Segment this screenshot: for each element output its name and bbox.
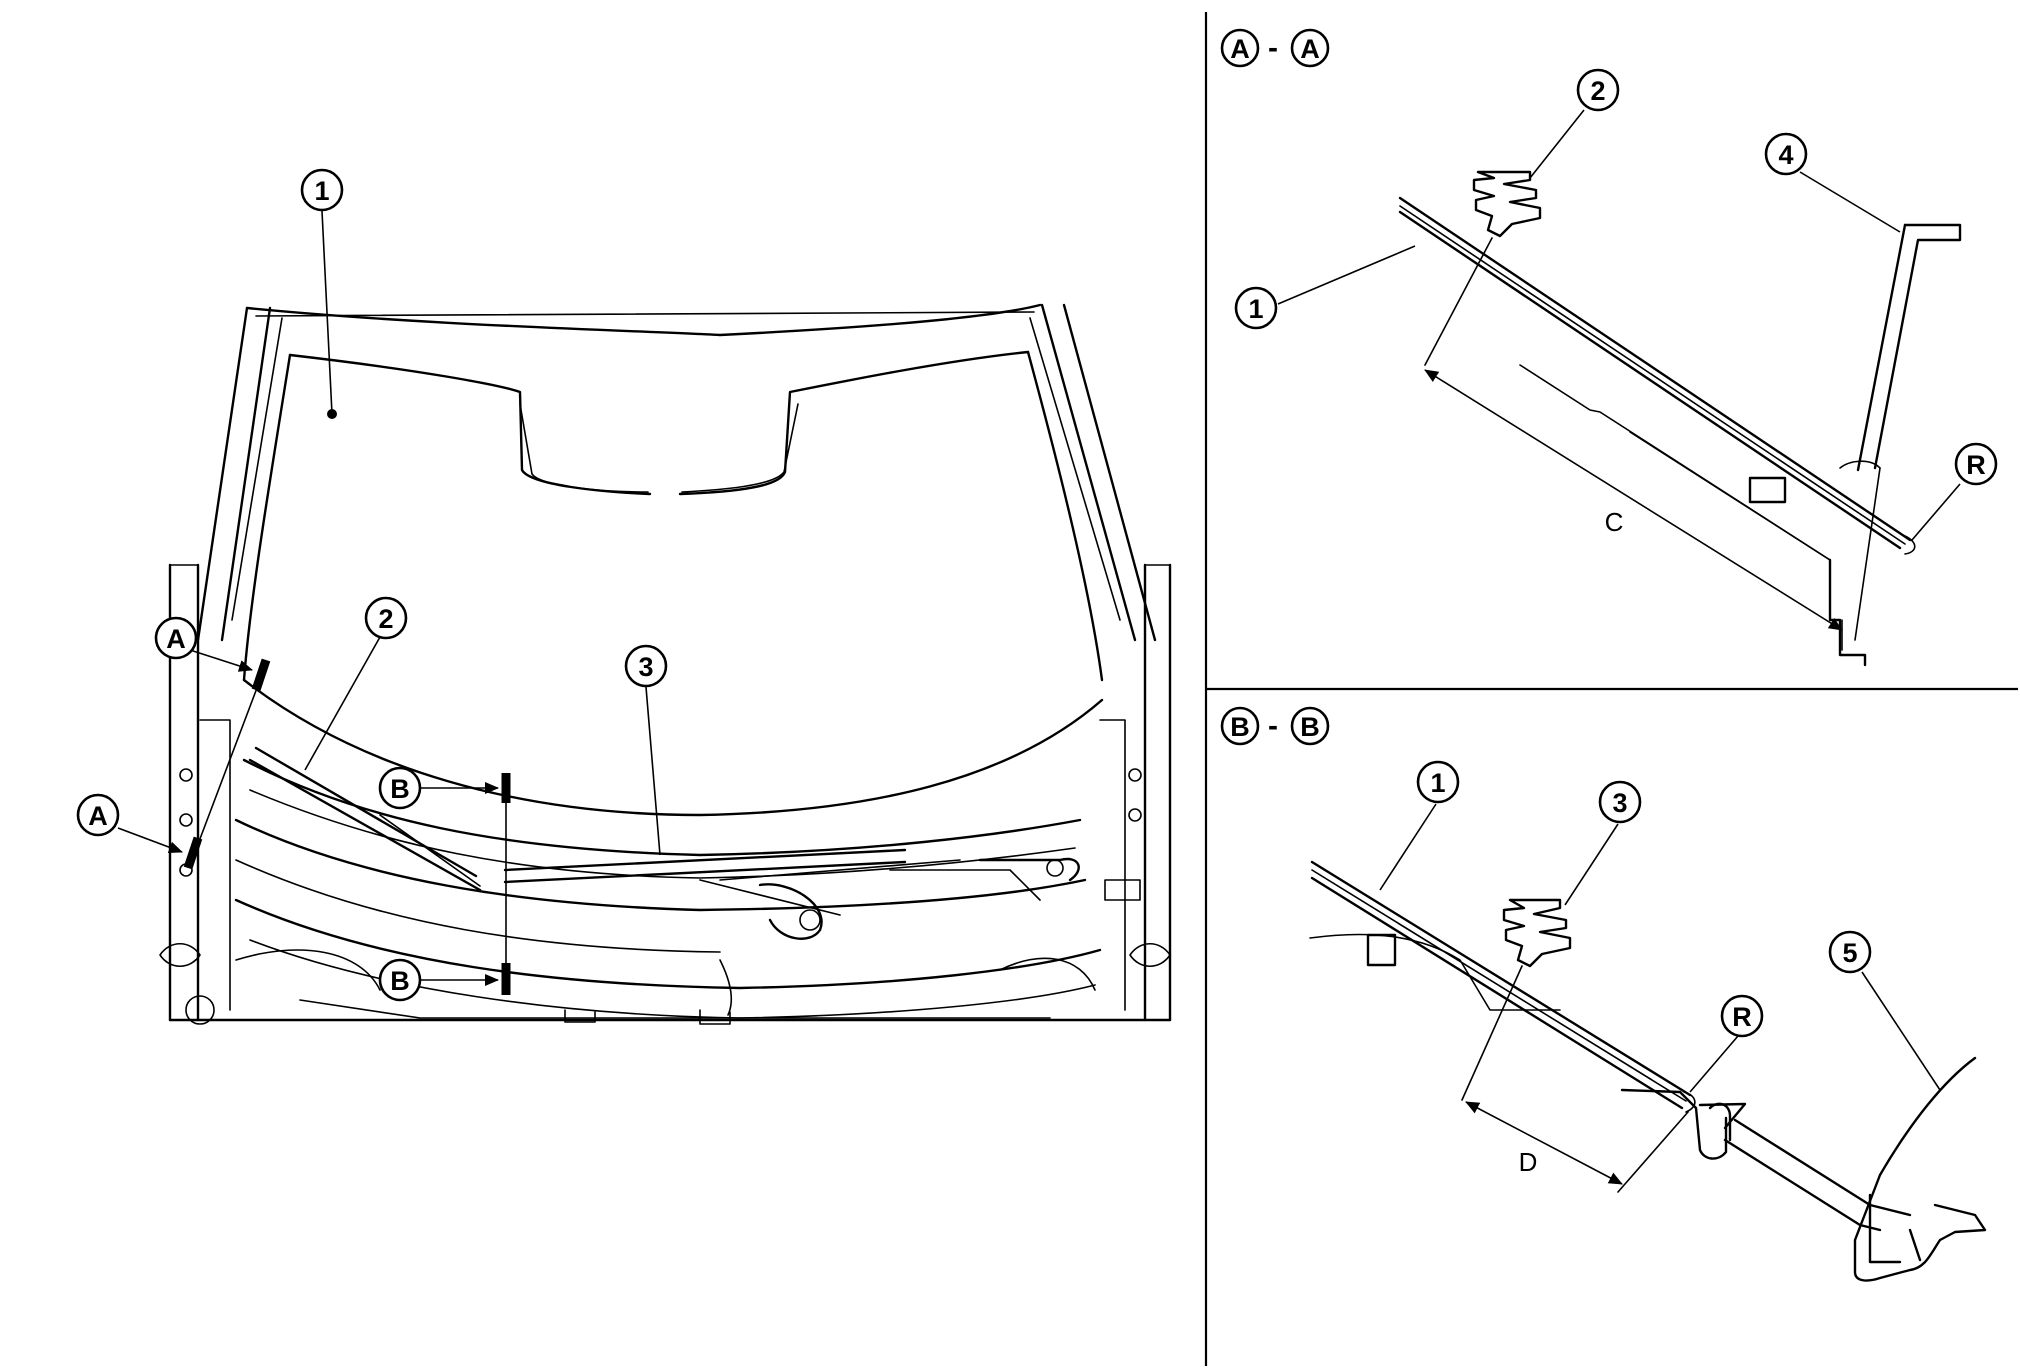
section-a-a-callout-4: 4 — [1764, 132, 1808, 176]
vehicle-front-view — [159, 303, 1172, 1025]
section-a-a-callout-r: R — [1954, 442, 1998, 486]
section-a-a-drawing: C — [1398, 170, 1962, 667]
section-a-a-leaders — [1277, 109, 1961, 541]
svg-text:1: 1 — [314, 176, 329, 206]
section-b-b-callout-r: R — [1720, 994, 1764, 1038]
svg-text:A: A — [1230, 34, 1250, 64]
section-b-b-title: B - B — [1220, 706, 1330, 746]
svg-text:3: 3 — [1612, 788, 1627, 818]
section-b-b-callout-3: 3 — [1598, 780, 1642, 824]
section-b-b-callout-1: 1 — [1416, 760, 1460, 804]
svg-text:R: R — [1966, 450, 1986, 480]
callout-section-a-upper: A — [154, 616, 198, 660]
panel-dividers — [1204, 12, 2018, 1366]
callout-part-1: 1 — [300, 168, 344, 212]
section-a-a-title: A - A — [1220, 28, 1330, 68]
svg-text:B: B — [390, 774, 410, 804]
svg-text:-: - — [1268, 32, 1278, 65]
section-b-b-callout-5: 5 — [1828, 930, 1872, 974]
dimension-d-label: D — [1519, 1147, 1538, 1177]
svg-text:4: 4 — [1778, 140, 1793, 170]
svg-text:3: 3 — [638, 652, 653, 682]
dimension-c-label: C — [1605, 507, 1624, 537]
svg-text:5: 5 — [1842, 938, 1857, 968]
callout-section-b-upper: B — [378, 766, 422, 810]
callout-part-2: 2 — [364, 596, 408, 640]
section-b-b-leaders — [1379, 803, 1941, 1093]
svg-text:A: A — [166, 624, 186, 654]
callout-part-3: 3 — [624, 644, 668, 688]
svg-text:-: - — [1268, 710, 1278, 743]
section-b-b-drawing: D — [1309, 860, 1987, 1282]
svg-text:2: 2 — [1590, 76, 1605, 106]
main-view-leaders — [117, 210, 661, 986]
svg-text:R: R — [1732, 1002, 1752, 1032]
svg-text:B: B — [390, 966, 410, 996]
svg-text:B: B — [1300, 712, 1320, 742]
svg-text:2: 2 — [378, 604, 393, 634]
callout-section-a-lower: A — [76, 793, 120, 837]
svg-text:B: B — [1230, 712, 1250, 742]
section-a-a-callout-2: 2 — [1576, 68, 1620, 112]
svg-text:A: A — [1300, 34, 1320, 64]
svg-text:A: A — [88, 801, 108, 831]
section-a-a-callout-1: 1 — [1234, 286, 1278, 330]
callout-section-b-lower: B — [378, 958, 422, 1002]
svg-text:1: 1 — [1430, 768, 1445, 798]
svg-text:1: 1 — [1248, 294, 1263, 324]
section-cut-lines — [183, 658, 511, 995]
